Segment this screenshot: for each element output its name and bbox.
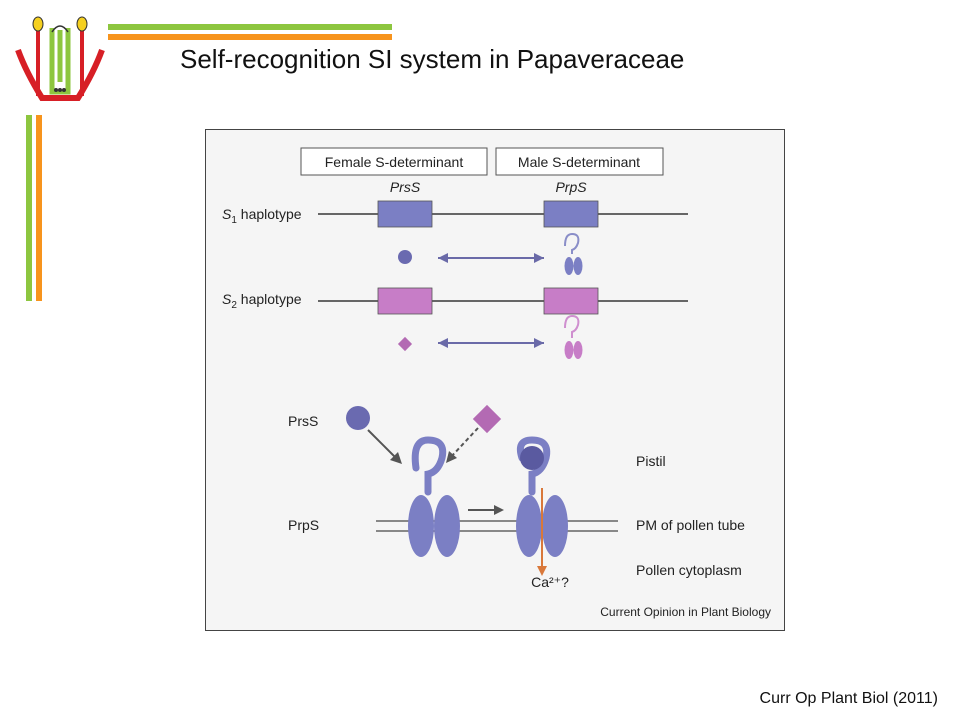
green-bar-left [26,115,32,301]
s1-prss-gene [377,200,433,228]
orange-bar-top [108,34,392,40]
nonself-arrow-head [446,451,457,463]
male-header-box [495,147,664,176]
calcium-arrow-head [537,566,547,576]
gene-prps-label: PrpS [555,179,587,195]
s1-arrow-head-right [534,253,544,263]
citation: Curr Op Plant Biol (2011) [759,690,938,707]
s2-prss-protein [397,336,413,352]
pistil-label: Pistil [636,453,666,469]
prss-side-label: PrsS [288,413,318,429]
s2-prss-gene [377,287,433,315]
prps-receptor-bound-left [516,495,542,557]
prps-side-label: PrpS [288,517,319,533]
prps-receptor-unbound-left [408,495,434,557]
female-header-label: Female S-determinant [325,154,464,170]
s1-haplotype-label: S1 haplotype [222,206,302,226]
s1-arrow-head-left [438,253,448,263]
prps-receptor-bound-right [542,495,568,557]
activation-arrow-head [494,505,504,515]
calcium-label: Ca²⁺? [531,574,569,590]
nonself-binding-arrow [449,427,479,459]
pm-pollen-tube-label: PM of pollen tube [636,517,745,533]
prps-receptor-bound-loop [516,436,551,496]
female-header-box [300,147,488,176]
figure-credit: Current Opinion in Plant Biology [600,605,771,619]
self-binding-arrow-head [390,452,402,464]
flower-logo-icon [15,16,105,101]
prss-bound-ligand [520,446,544,470]
s2-prps-receptor-left [564,341,574,359]
s2-prps-receptor-loop [564,314,580,338]
s2-arrow-head-left [438,338,448,348]
pollen-cytoplasm-label: Pollen cytoplasm [636,562,742,578]
s1-prss-protein [398,250,412,264]
s2-haplotype-label: S2 haplotype [222,291,302,311]
slide-title: Self-recognition SI system in Papaverace… [180,44,685,74]
male-header-label: Male S-determinant [518,154,640,170]
prps-receptor-unbound-loop [411,436,447,496]
prps-receptor-unbound-right [434,495,460,557]
orange-bar-left [36,115,42,301]
s2-prps-receptor-right [573,341,583,359]
s1-prps-receptor-left [564,257,574,275]
prss-ligand-nonself [472,404,502,434]
si-diagram: Female S-determinant Male S-determinant … [205,129,785,631]
s1-prps-receptor-right [573,257,583,275]
s1-prps-gene [543,200,599,228]
gene-prss-label: PrsS [390,179,421,195]
s2-arrow-head-right [534,338,544,348]
self-binding-arrow [367,429,399,461]
prss-ligand-self [346,406,370,430]
s2-prps-gene [543,287,599,315]
green-bar-top [108,24,392,30]
s1-prps-receptor-loop [564,232,580,254]
